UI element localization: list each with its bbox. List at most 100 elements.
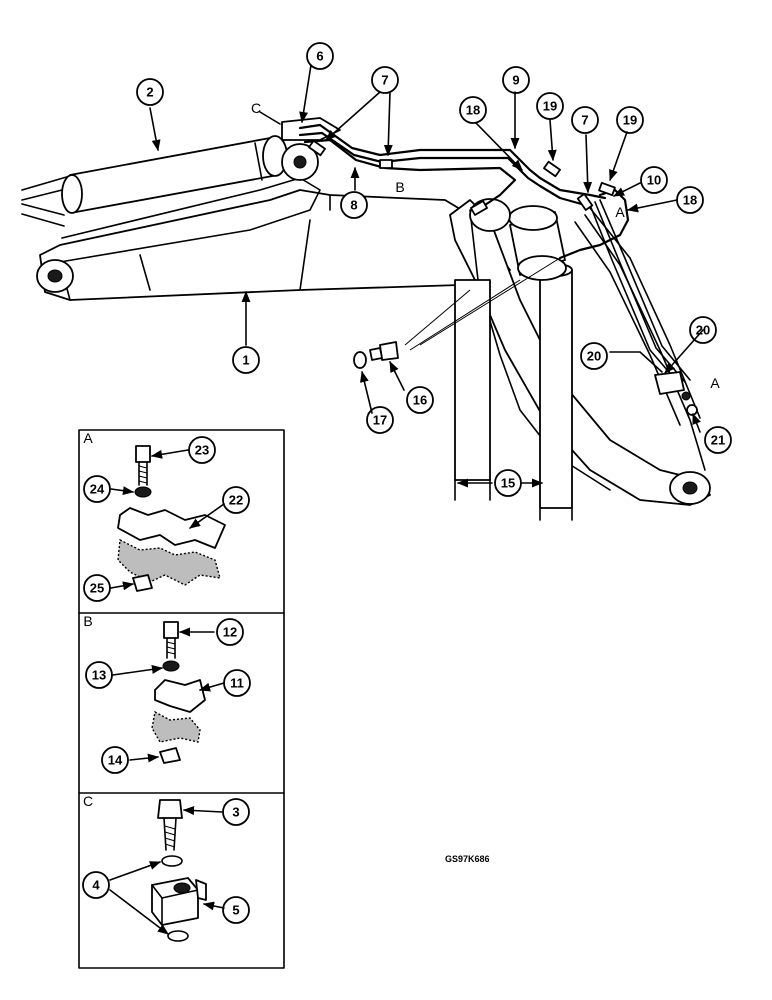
callout-number: 3 [232, 805, 239, 820]
callout-number: 17 [373, 413, 387, 428]
callout-16: 16 [406, 386, 434, 414]
part-16-fitting [369, 341, 399, 361]
callout-1: 1 [232, 346, 260, 374]
boom-cylinder [69, 137, 279, 213]
stabilizer-tube-right [539, 269, 573, 509]
dipper-arm [449, 199, 711, 506]
part-11-clamp-bottom [151, 710, 201, 743]
callout-number: 4 [92, 878, 100, 893]
inset-panel [78, 429, 285, 969]
callout-circle [536, 92, 564, 120]
part-17-o-ring [353, 351, 367, 369]
part-22-clamp-top [117, 507, 226, 549]
callout-15: 15 [494, 469, 522, 497]
callout-number: 20 [587, 349, 601, 364]
callout-circle [222, 798, 250, 826]
inset-c [151, 799, 207, 942]
callout-13: 13 [85, 661, 113, 689]
callout-number: 1 [242, 353, 249, 368]
callout-number: 16 [413, 393, 427, 408]
boom-assembly [21, 117, 711, 521]
callout-circle [232, 346, 260, 374]
callout-circle [222, 486, 250, 514]
callout-4: 4 [82, 871, 110, 899]
letter-c: C [251, 100, 261, 116]
callout-10: 10 [640, 166, 668, 194]
callout-number: 2 [146, 85, 153, 100]
inset-b [151, 621, 206, 764]
callout-circle [216, 618, 244, 646]
callout-14: 14 [101, 746, 129, 774]
callout-25: 25 [83, 574, 111, 602]
callout-number: 12 [223, 625, 237, 640]
callout-21: 21 [704, 426, 732, 454]
letter-a-lower: A [710, 375, 720, 391]
callout-12: 12 [216, 618, 244, 646]
callout-7: 7 [371, 66, 399, 94]
callout-circle [704, 426, 732, 454]
callout-number: 15 [501, 476, 515, 491]
callouts: 1234567789101112131415161718181919202021… [82, 42, 732, 924]
callout-number: 25 [90, 581, 104, 596]
callout-number: 8 [350, 198, 357, 213]
callout-number: 21 [711, 433, 725, 448]
callout-number: 23 [195, 443, 209, 458]
callout-2: 2 [136, 78, 164, 106]
callout-circle [366, 406, 394, 434]
callout-circle [459, 96, 487, 124]
callout-5: 5 [222, 896, 250, 924]
callout-19: 19 [616, 106, 644, 134]
callout-11: 11 [223, 669, 251, 697]
inset-a [117, 445, 226, 592]
callout-number: 18 [466, 103, 480, 118]
callout-24: 24 [83, 475, 111, 503]
part-11-clamp-top [154, 679, 206, 713]
callout-circle [406, 386, 434, 414]
callout-23: 23 [188, 436, 216, 464]
callout-number: 10 [647, 173, 661, 188]
callout-circle [340, 191, 368, 219]
callout-number: 18 [683, 193, 697, 208]
callout-number: 5 [232, 903, 239, 918]
callout-circle [580, 342, 608, 370]
drawing-code: GS97K686 [445, 854, 490, 864]
callout-number: 9 [512, 73, 519, 88]
callout-number: 22 [229, 493, 243, 508]
callout-19: 19 [536, 92, 564, 120]
part-22-clamp-bottom [117, 538, 221, 586]
callout-20: 20 [580, 342, 608, 370]
callout-circle [85, 661, 113, 689]
leader-lines [109, 64, 704, 935]
callout-9: 9 [502, 66, 530, 94]
inset-label-a: A [83, 430, 93, 446]
callout-circle [83, 574, 111, 602]
callout-number: 7 [381, 73, 388, 88]
callout-number: 11 [230, 676, 244, 691]
callout-circle [371, 66, 399, 94]
callout-17: 17 [366, 406, 394, 434]
callout-number: 6 [316, 49, 323, 64]
callout-circle [101, 746, 129, 774]
letter-b: B [395, 179, 404, 195]
callout-7: 7 [571, 106, 599, 134]
letter-a-upper: A [615, 204, 625, 220]
callout-circle [502, 66, 530, 94]
callout-number: 24 [90, 482, 105, 497]
callout-18: 18 [459, 96, 487, 124]
inset-label-c: C [83, 793, 93, 809]
callout-number: 14 [108, 753, 123, 768]
callout-number: 19 [543, 99, 557, 114]
callout-circle [571, 106, 599, 134]
callout-circle [222, 896, 250, 924]
inset-label-b: B [83, 613, 92, 629]
callout-circle [616, 106, 644, 134]
callout-number: 7 [581, 113, 588, 128]
callout-number: 19 [623, 113, 637, 128]
callout-circle [83, 475, 111, 503]
callout-18: 18 [676, 186, 704, 214]
callout-circle [136, 78, 164, 106]
callout-circle [82, 871, 110, 899]
callout-circle [640, 166, 668, 194]
callout-number: 13 [92, 668, 106, 683]
